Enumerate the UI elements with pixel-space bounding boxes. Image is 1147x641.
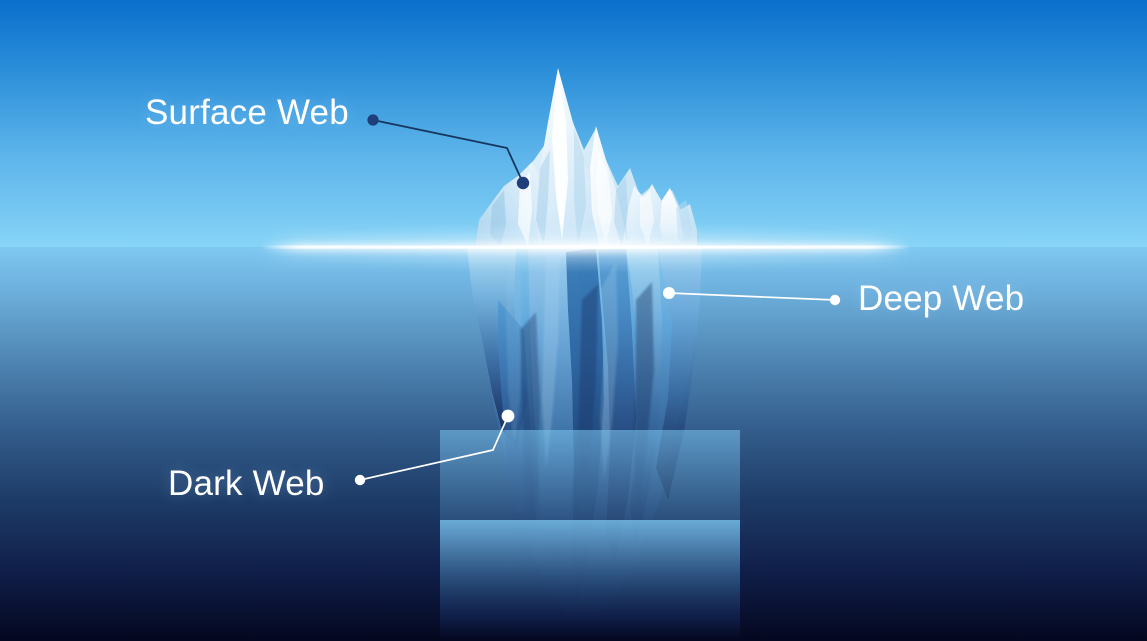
underwater-shard-5 <box>506 258 522 448</box>
leader-line-surface-web <box>372 119 524 184</box>
leader-deep-web <box>663 287 841 306</box>
iceberg-above-water <box>475 68 697 249</box>
waterline <box>262 245 910 249</box>
label-deep-web: Deep Web <box>858 279 1025 318</box>
leader-surface-web <box>367 114 530 190</box>
underwater-shard-2 <box>600 262 618 482</box>
leader-dot-deep-web-anchor <box>663 287 675 299</box>
ice-main-peak <box>534 68 608 249</box>
label-surface-web: Surface Web <box>145 93 349 132</box>
iceberg-underwater <box>440 248 740 641</box>
leader-line-dark-web <box>359 415 509 481</box>
leader-dot-dark-web-label <box>354 474 366 486</box>
leader-dot-deep-web-label <box>829 294 841 306</box>
ice-highlight-1 <box>552 72 568 240</box>
leader-dot-dark-web-anchor <box>501 409 515 423</box>
leader-dot-surface-web-label <box>367 114 379 126</box>
leader-dark-web <box>354 409 515 486</box>
ice-shade-2 <box>574 128 586 246</box>
underwater-shard-1 <box>542 256 560 470</box>
label-dark-web: Dark Web <box>168 464 325 503</box>
underwater-depth-fade-2 <box>440 520 740 641</box>
leader-dot-surface-web-anchor <box>516 176 530 190</box>
leader-line-deep-web <box>668 292 836 301</box>
